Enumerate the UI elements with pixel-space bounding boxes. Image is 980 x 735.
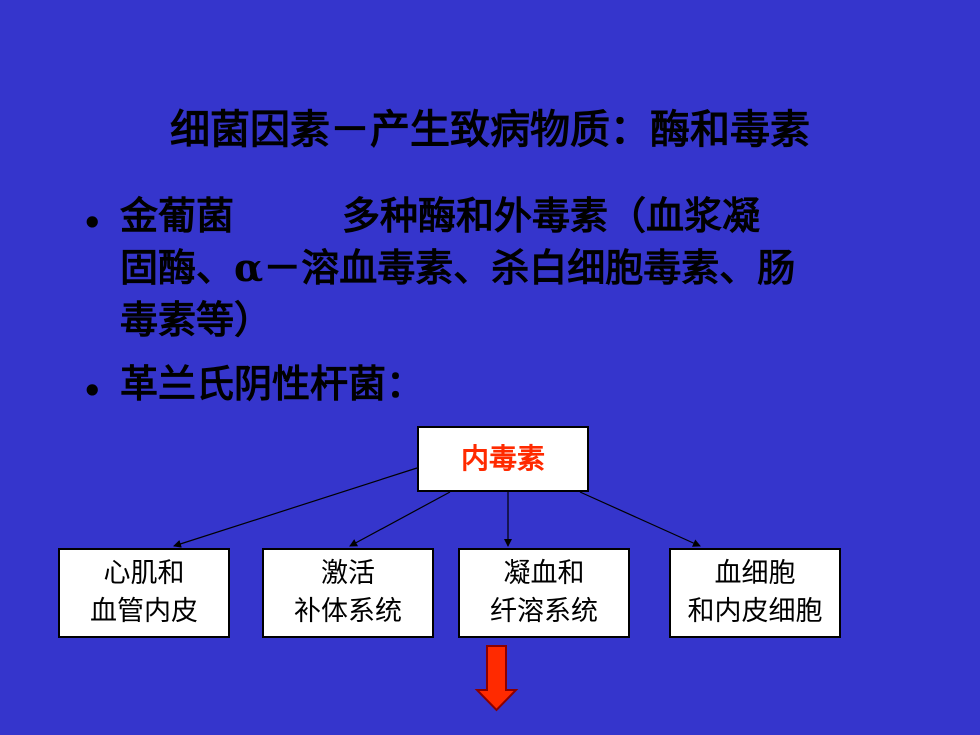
effect-box-line-1: 凝血和 <box>503 558 585 589</box>
bacterium-term: 金葡菌 <box>120 193 235 238</box>
effect-box-heart-vessels: 心肌和 血管内皮 <box>58 548 230 638</box>
endotoxin-label: 内毒素 <box>460 442 545 475</box>
bullet-line-2: 固酶、α－溶血毒素、杀白细胞毒素、肠 <box>120 245 796 290</box>
bullet-staph-aureus: • 金葡菌 多种酶和外毒素（血浆凝 固酶、α－溶血毒素、杀白细胞毒素、肠 毒素等） <box>82 190 942 350</box>
effect-box-line-2: 血管内皮 <box>90 596 198 627</box>
effect-box-line-2: 纤溶系统 <box>490 596 598 627</box>
effect-box-line-1: 激活 <box>321 558 375 589</box>
red-down-arrow-icon <box>474 645 519 712</box>
connector-to-child-4 <box>579 491 701 547</box>
bullet-marker: • <box>82 372 103 410</box>
connector-to-child-1 <box>173 467 418 548</box>
effect-box-line-1: 心肌和 <box>103 558 185 589</box>
effect-box-line-2: 补体系统 <box>294 596 402 627</box>
effect-box-line-1: 血细胞 <box>714 558 796 589</box>
bullet-line-1-rest: 多种酶和外毒素（血浆凝 <box>342 193 761 238</box>
bullet-line-1: 金葡菌 多种酶和外毒素（血浆凝 <box>120 190 795 242</box>
effect-box-complement: 激活 补体系统 <box>262 548 434 638</box>
effect-box-blood-cells: 血细胞 和内皮细胞 <box>669 548 841 638</box>
bullet-gram-negative: • 革兰氏阴性杆菌： <box>82 358 582 418</box>
slide-title: 细菌因素－产生致病物质：酶和毒素 <box>170 106 810 153</box>
connector-to-child-2 <box>349 491 451 547</box>
bullet-text: 金葡菌 多种酶和外毒素（血浆凝 固酶、α－溶血毒素、杀白细胞毒素、肠 毒素等） <box>120 190 795 346</box>
effect-box-line-2: 和内皮细胞 <box>687 596 823 627</box>
effect-box-coagulation: 凝血和 纤溶系统 <box>458 548 630 638</box>
endotoxin-box: 内毒素 <box>417 426 589 492</box>
bullet-marker: • <box>82 204 103 242</box>
bullet-text: 革兰氏阴性杆菌： <box>120 361 425 406</box>
bullet-line-3: 毒素等） <box>120 297 273 342</box>
